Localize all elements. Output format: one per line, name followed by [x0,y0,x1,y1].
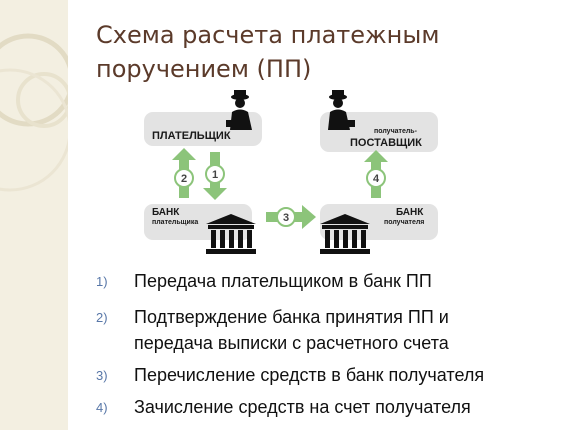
step-4-badge: 4 [366,168,386,188]
recipient-small-label: получатель- [374,128,417,135]
payment-order-diagram: ПЛАТЕЛЬЩИК получатель- ПОСТАВЩИК БАНК пл… [130,86,450,270]
step-3-badge: 3 [276,207,296,227]
businessman-icon [226,90,252,130]
list-item-text: Подтверждение банка принятия ПП и переда… [134,304,449,356]
step-2-number: 2 [181,173,187,185]
businessman-icon [328,90,355,130]
decorative-sidebar [0,0,68,430]
step-1-number: 1 [212,169,218,181]
decorative-circles [0,33,68,192]
diagram-graphics: 2 1 4 3 [172,90,388,254]
list-item-number: 1) [96,274,108,289]
slide-title: Схема расчета платежным поручением (ПП) [96,18,556,86]
bank-payer-label: БАНК [152,207,180,218]
list-item-line: Подтверждение банка принятия ПП и [134,307,449,327]
recipient-label: ПОСТАВЩИК [350,137,422,149]
title-line-1: Схема расчета платежным [96,21,440,49]
bank-payer-sub-label: плательщика [152,219,199,226]
list-item-text: Зачисление средств на счет получателя [134,397,471,417]
step-1-badge: 1 [205,164,225,184]
list-item-number: 3) [96,368,108,383]
list-item-text: Перечисление средств в банк получателя [134,365,485,385]
payer-label: ПЛАТЕЛЬЩИК [152,130,231,142]
list-item-number: 4) [96,400,108,415]
bank-recipient-label: БАНК [396,207,424,218]
list-item-line: передача выписки с расчетного счета [134,333,449,353]
step-3-number: 3 [283,212,289,224]
title-line-2: поручением (ПП) [96,55,312,83]
step-4-number: 4 [373,173,380,185]
bank-recipient-sub-label: получателя [384,219,425,226]
bank-building-icon [206,214,256,254]
bank-building-icon [320,214,370,254]
step-2-badge: 2 [174,168,194,188]
list-item-text: Передача плательщиком в банк ПП [134,271,432,291]
list-item-number: 2) [96,310,108,325]
